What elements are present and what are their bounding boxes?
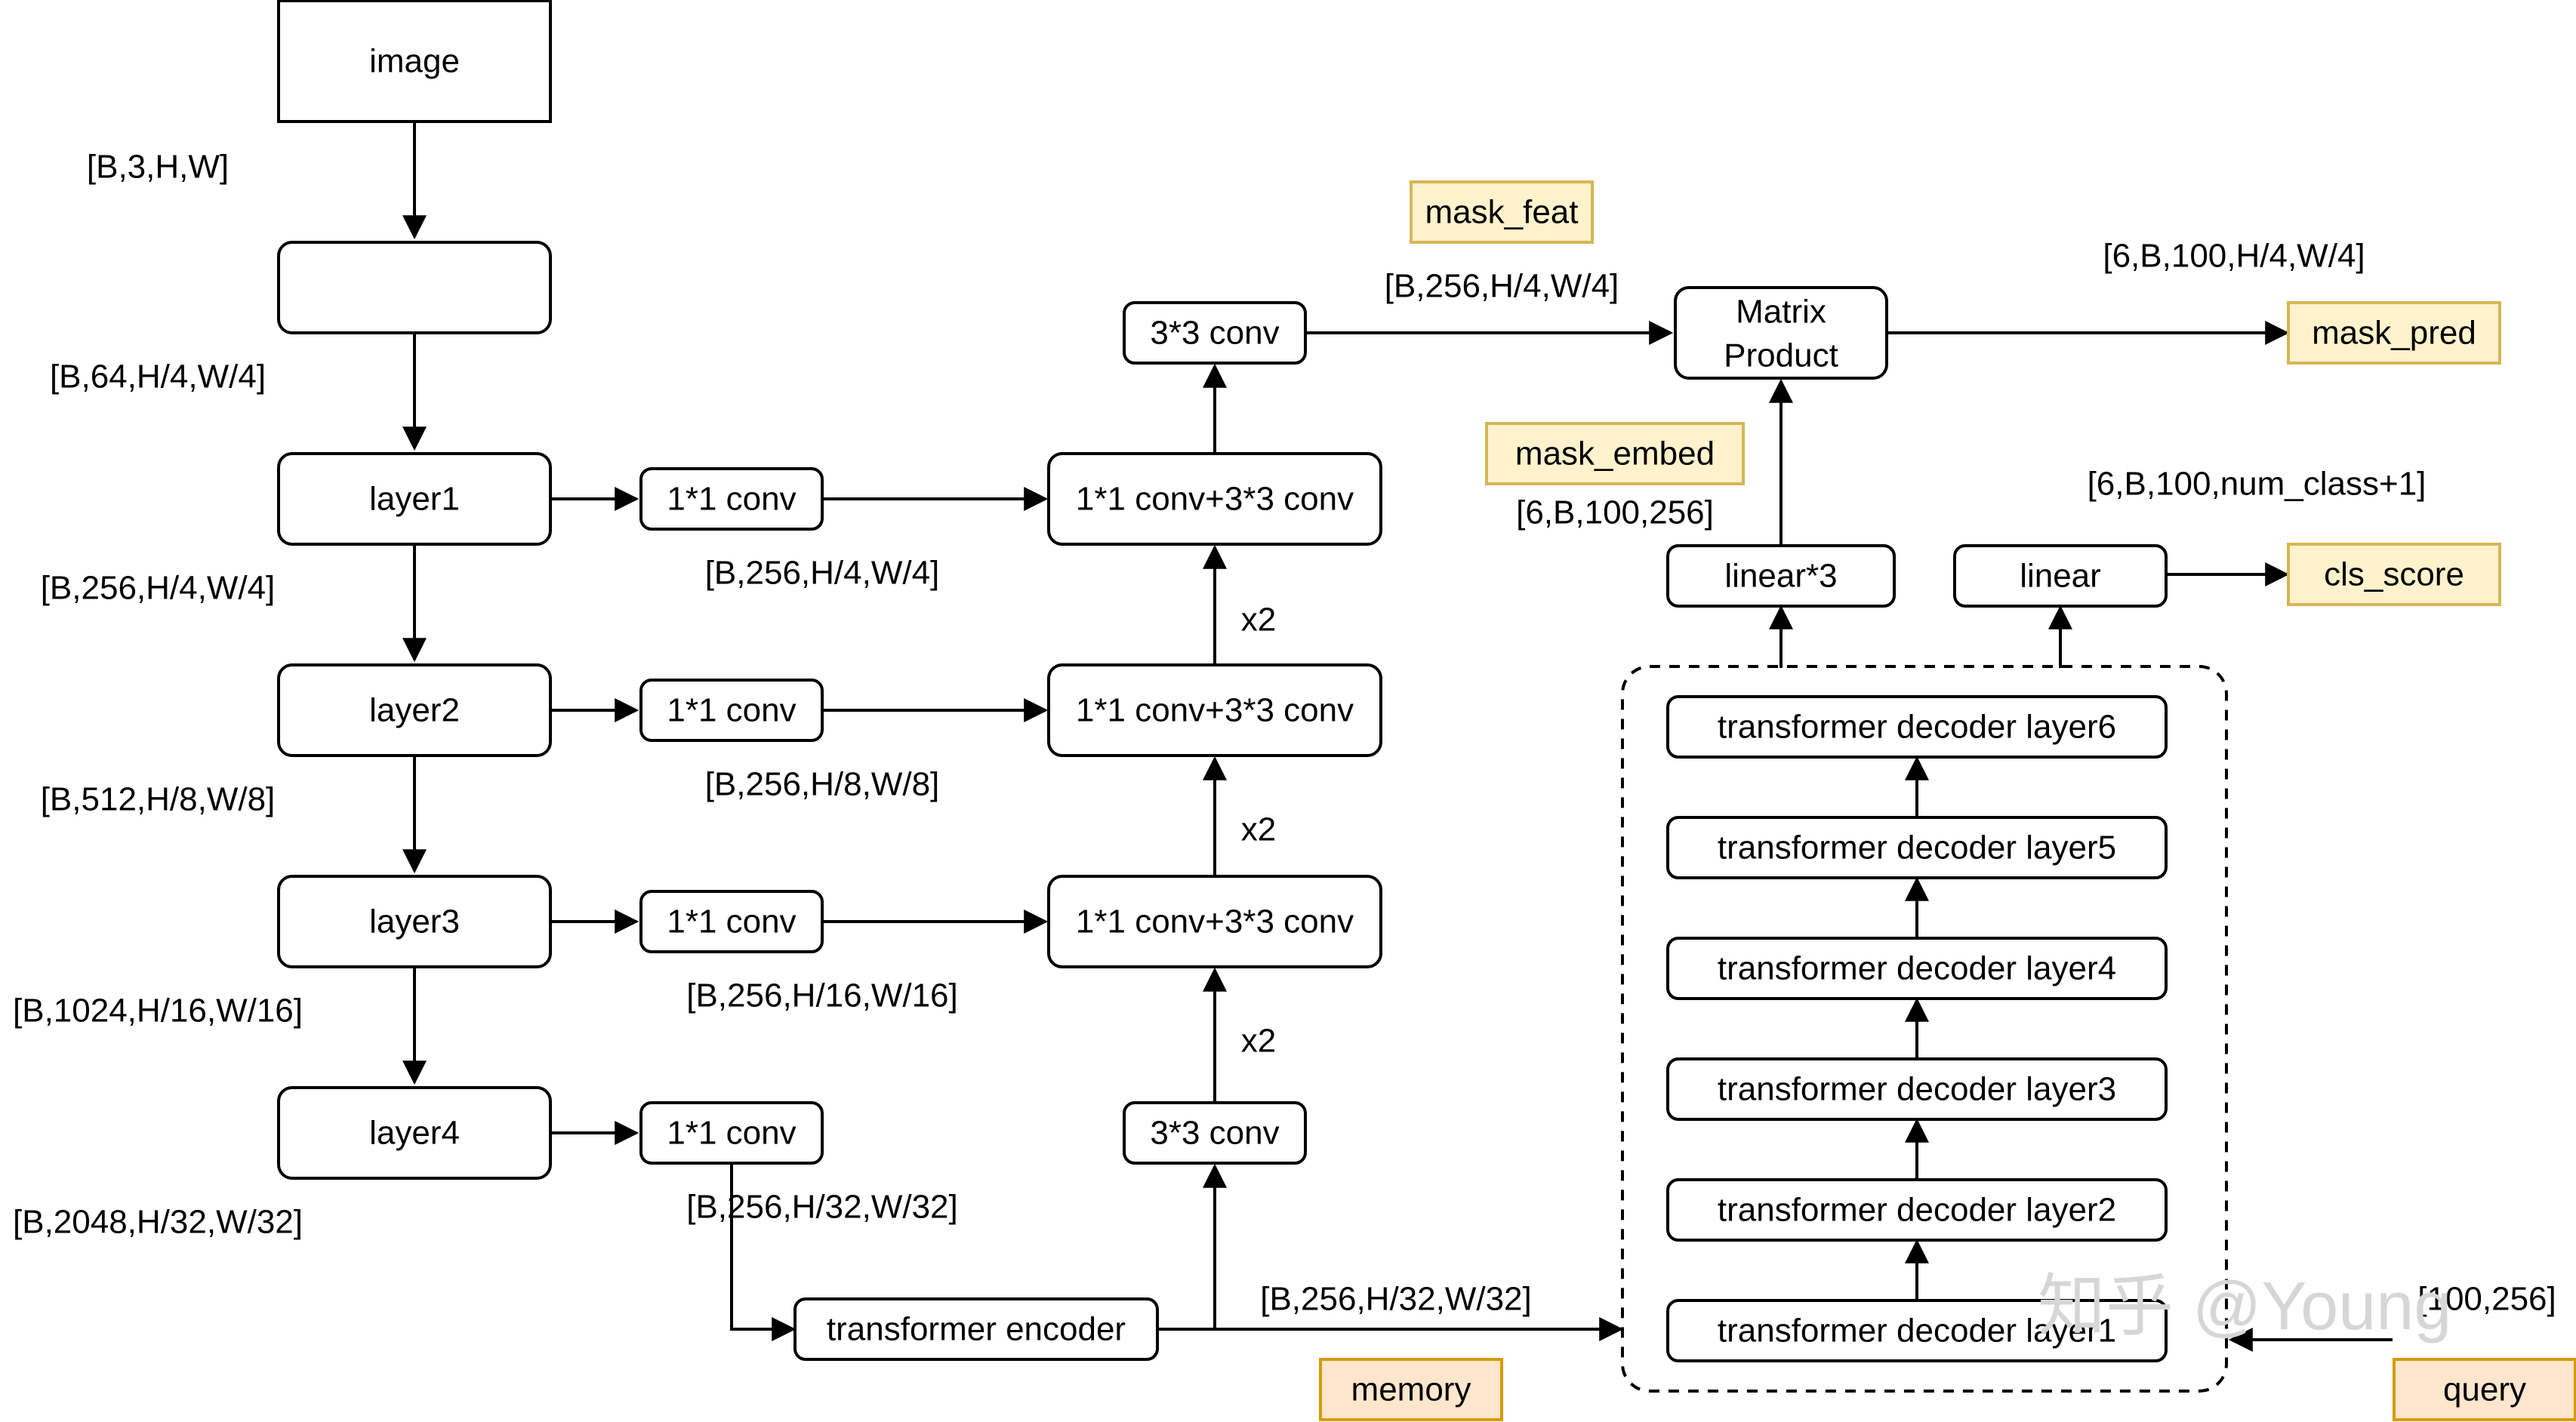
transformer-encoder-node: transformer encoder (793, 1297, 1159, 1361)
shape-query: [100,256] (2417, 1281, 2556, 1318)
shape-layer4: [B,2048,H/32,W/32] (13, 1204, 303, 1241)
decoder-layer6-node: transformer decoder layer6 (1666, 695, 2168, 759)
layer3-label: layer3 (369, 903, 460, 940)
shape-mask-pred: [6,B,100,H/4,W/4] (2103, 238, 2365, 275)
shape-layer1: [B,256,H/4,W/4] (41, 570, 276, 607)
conv1x1-1-node: 1*1 conv (639, 467, 824, 531)
conv1x1-2-label: 1*1 conv (667, 692, 796, 729)
transformer-decoder-container (1621, 665, 2228, 1393)
decoder-layer2-label: transformer decoder layer2 (1718, 1192, 2116, 1229)
cls-score-text: cls_score (2324, 556, 2464, 593)
watermark-text: 知乎 @Young (2038, 1269, 2451, 1344)
shape-mask-embed: [6,B,100,256] (1516, 494, 1714, 531)
image-node-label: image (369, 43, 460, 80)
layer4-node: layer4 (277, 1086, 552, 1180)
mask-feat-text: mask_feat (1425, 194, 1579, 231)
decoder-layers: transformer decoder layer6 transformer d… (1666, 695, 2168, 1362)
fuse-2-node: 1*1 conv+3*3 conv (1047, 663, 1382, 757)
linear3-node: linear*3 (1666, 544, 1896, 608)
mask-embed-text: mask_embed (1515, 436, 1715, 472)
decoder-layer6-label: transformer decoder layer6 (1718, 709, 2116, 746)
decoder-layer5-label: transformer decoder layer5 (1718, 830, 2116, 866)
shape-image: [B,3,H,W] (87, 149, 229, 186)
fuse-3-node: 1*1 conv+3*3 conv (1047, 875, 1382, 968)
transformer-encoder-label: transformer encoder (827, 1311, 1126, 1348)
mask-embed-tag: mask_embed (1485, 422, 1745, 485)
fuse-1-node: 1*1 conv+3*3 conv (1047, 452, 1382, 546)
memory-tag: memory (1319, 1358, 1503, 1421)
conv3x3-top-label: 3*3 conv (1150, 315, 1279, 352)
memory-text: memory (1351, 1371, 1471, 1408)
linear-node: linear (1953, 544, 2168, 608)
layer1-label: layer1 (369, 481, 460, 518)
fuse-3-label: 1*1 conv+3*3 conv (1076, 903, 1354, 940)
shape-conv1: [B,256,H/4,W/4] (705, 555, 940, 592)
repeat-x2-middle: x2 (1241, 811, 1276, 848)
linear-label: linear (2020, 558, 2101, 595)
matrix-product-label-line1: Matrix (1736, 294, 1826, 331)
shape-layer3: [B,1024,H/16,W/16] (13, 993, 303, 1030)
repeat-x2-upper: x2 (1241, 602, 1276, 639)
layer4-label: layer4 (369, 1115, 460, 1152)
shape-conv3: [B,256,H/16,W/16] (686, 977, 958, 1014)
connectors (402, 122, 2393, 1352)
conv3x3-top-node: 3*3 conv (1123, 301, 1307, 365)
decoder-layer5-node: transformer decoder layer5 (1666, 816, 2168, 879)
query-tag: query (2393, 1358, 2576, 1421)
mask-pred-text: mask_pred (2312, 315, 2476, 352)
shape-conv4: [B,256,H/32,W/32] (686, 1189, 958, 1226)
decoder-layer1-label: transformer decoder layer1 (1718, 1313, 2116, 1350)
conv1x1-4-label: 1*1 conv (667, 1115, 796, 1152)
shape-layer2: [B,512,H/8,W/8] (41, 781, 276, 818)
mask-feat-tag: mask_feat (1410, 180, 1594, 244)
layer2-node: layer2 (277, 663, 552, 757)
shape-cls-score: [6,B,100,num_class+1] (2088, 466, 2427, 503)
backbone: image layer1 layer2 layer3 layer4 (277, 0, 552, 1180)
conv1x1-3-node: 1*1 conv (639, 890, 824, 953)
stem-node (277, 241, 552, 334)
decoder-layer3-node: transformer decoder layer3 (1666, 1057, 2168, 1121)
query-text: query (2443, 1371, 2526, 1408)
conv1x1-4-node: 1*1 conv (639, 1101, 824, 1165)
layer1-node: layer1 (277, 452, 552, 546)
repeat-x2-lower: x2 (1241, 1023, 1276, 1060)
lateral-convs: 1*1 conv 1*1 conv 1*1 conv 1*1 conv (639, 467, 824, 1165)
edge-conv4-encoder (730, 1163, 797, 1341)
conv1x1-2-node: 1*1 conv (639, 679, 824, 742)
shape-conv2: [B,256,H/8,W/8] (705, 766, 940, 803)
decoder-layer2-node: transformer decoder layer2 (1666, 1178, 2168, 1242)
mask-pred-tag: mask_pred (2287, 301, 2501, 365)
pixel-decoder: 3*3 conv 1*1 conv+3*3 conv 1*1 conv+3*3 … (793, 301, 1382, 1361)
shape-mask-feat: [B,256,H/4,W/4] (1385, 268, 1619, 305)
conv3x3-bottom-label: 3*3 conv (1150, 1115, 1279, 1152)
layer2-label: layer2 (369, 692, 460, 729)
decoder-layer1-node: transformer decoder layer1 (1666, 1299, 2168, 1362)
decoder-layer4-node: transformer decoder layer4 (1666, 937, 2168, 1000)
shape-encoder-out: [B,256,H/32,W/32] (1260, 1281, 1532, 1318)
fuse-1-label: 1*1 conv+3*3 conv (1076, 481, 1354, 518)
shape-annotations: [B,3,H,W] [B,64,H/4,W/4] [B,256,H/4,W/4]… (13, 149, 2556, 1318)
matrix-product-node: Matrix Product (1674, 286, 1888, 380)
decoder-layer3-label: transformer decoder layer3 (1718, 1071, 2116, 1108)
fuse-2-label: 1*1 conv+3*3 conv (1076, 692, 1354, 729)
linear3-label: linear*3 (1724, 558, 1837, 595)
shape-stem: [B,64,H/4,W/4] (50, 359, 266, 396)
conv1x1-3-label: 1*1 conv (667, 903, 796, 940)
layer3-node: layer3 (277, 875, 552, 968)
conv3x3-bottom-node: 3*3 conv (1123, 1101, 1307, 1165)
decoder-layer4-label: transformer decoder layer4 (1718, 950, 2116, 987)
conv1x1-1-label: 1*1 conv (667, 481, 796, 518)
heads: Matrix Product linear*3 linear (1666, 286, 2168, 608)
cls-score-tag: cls_score (2287, 543, 2501, 606)
matrix-product-label-line2: Product (1724, 337, 1838, 374)
highlight-labels: mask_feat mask_embed mask_pred cls_score… (1319, 180, 2576, 1421)
image-node: image (277, 0, 552, 123)
